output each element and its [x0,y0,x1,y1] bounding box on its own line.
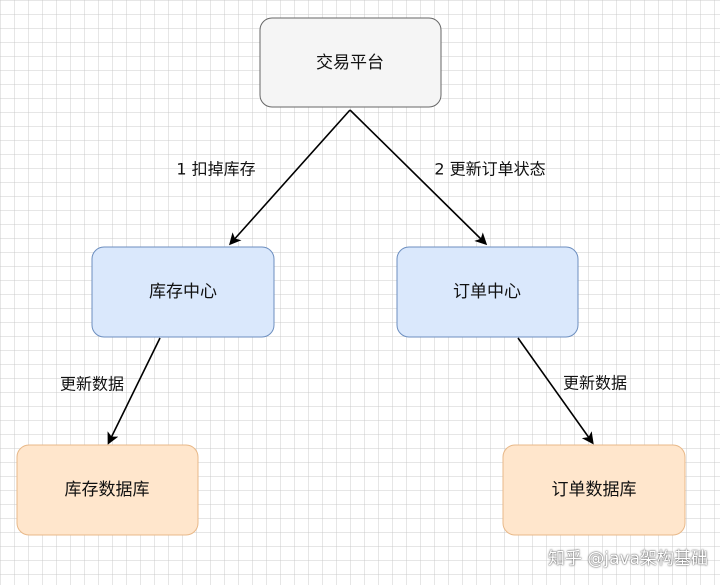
arrow-order-to-db [517,337,594,445]
watermark-text: 知乎 @java架构基础 [547,549,708,569]
arrow-platform-to-order [349,109,488,246]
edge-label-order-update-data: 更新数据 [563,374,627,393]
node-order-db-label: 订单数据库 [552,480,637,500]
arrow-platform-to-inventory [228,109,351,246]
node-trading-platform[interactable]: 交易平台 [259,17,442,108]
node-inventory-db[interactable]: 库存数据库 [16,444,199,536]
node-order-db[interactable]: 订单数据库 [502,444,686,536]
edge-label-update-order-status: 2 更新订单状态 [434,160,545,179]
node-inventory-center[interactable]: 库存中心 [91,246,275,338]
node-order-center[interactable]: 订单中心 [396,246,579,338]
node-order-center-label: 订单中心 [453,282,521,302]
edge-label-inventory-update-data: 更新数据 [60,375,124,394]
node-inventory-center-label: 库存中心 [149,282,217,302]
edge-label-deduct-inventory: 1 扣掉库存 [176,160,255,179]
node-inventory-db-label: 库存数据库 [65,480,150,500]
arrow-inventory-to-db [107,337,161,445]
node-trading-platform-label: 交易平台 [316,53,384,73]
